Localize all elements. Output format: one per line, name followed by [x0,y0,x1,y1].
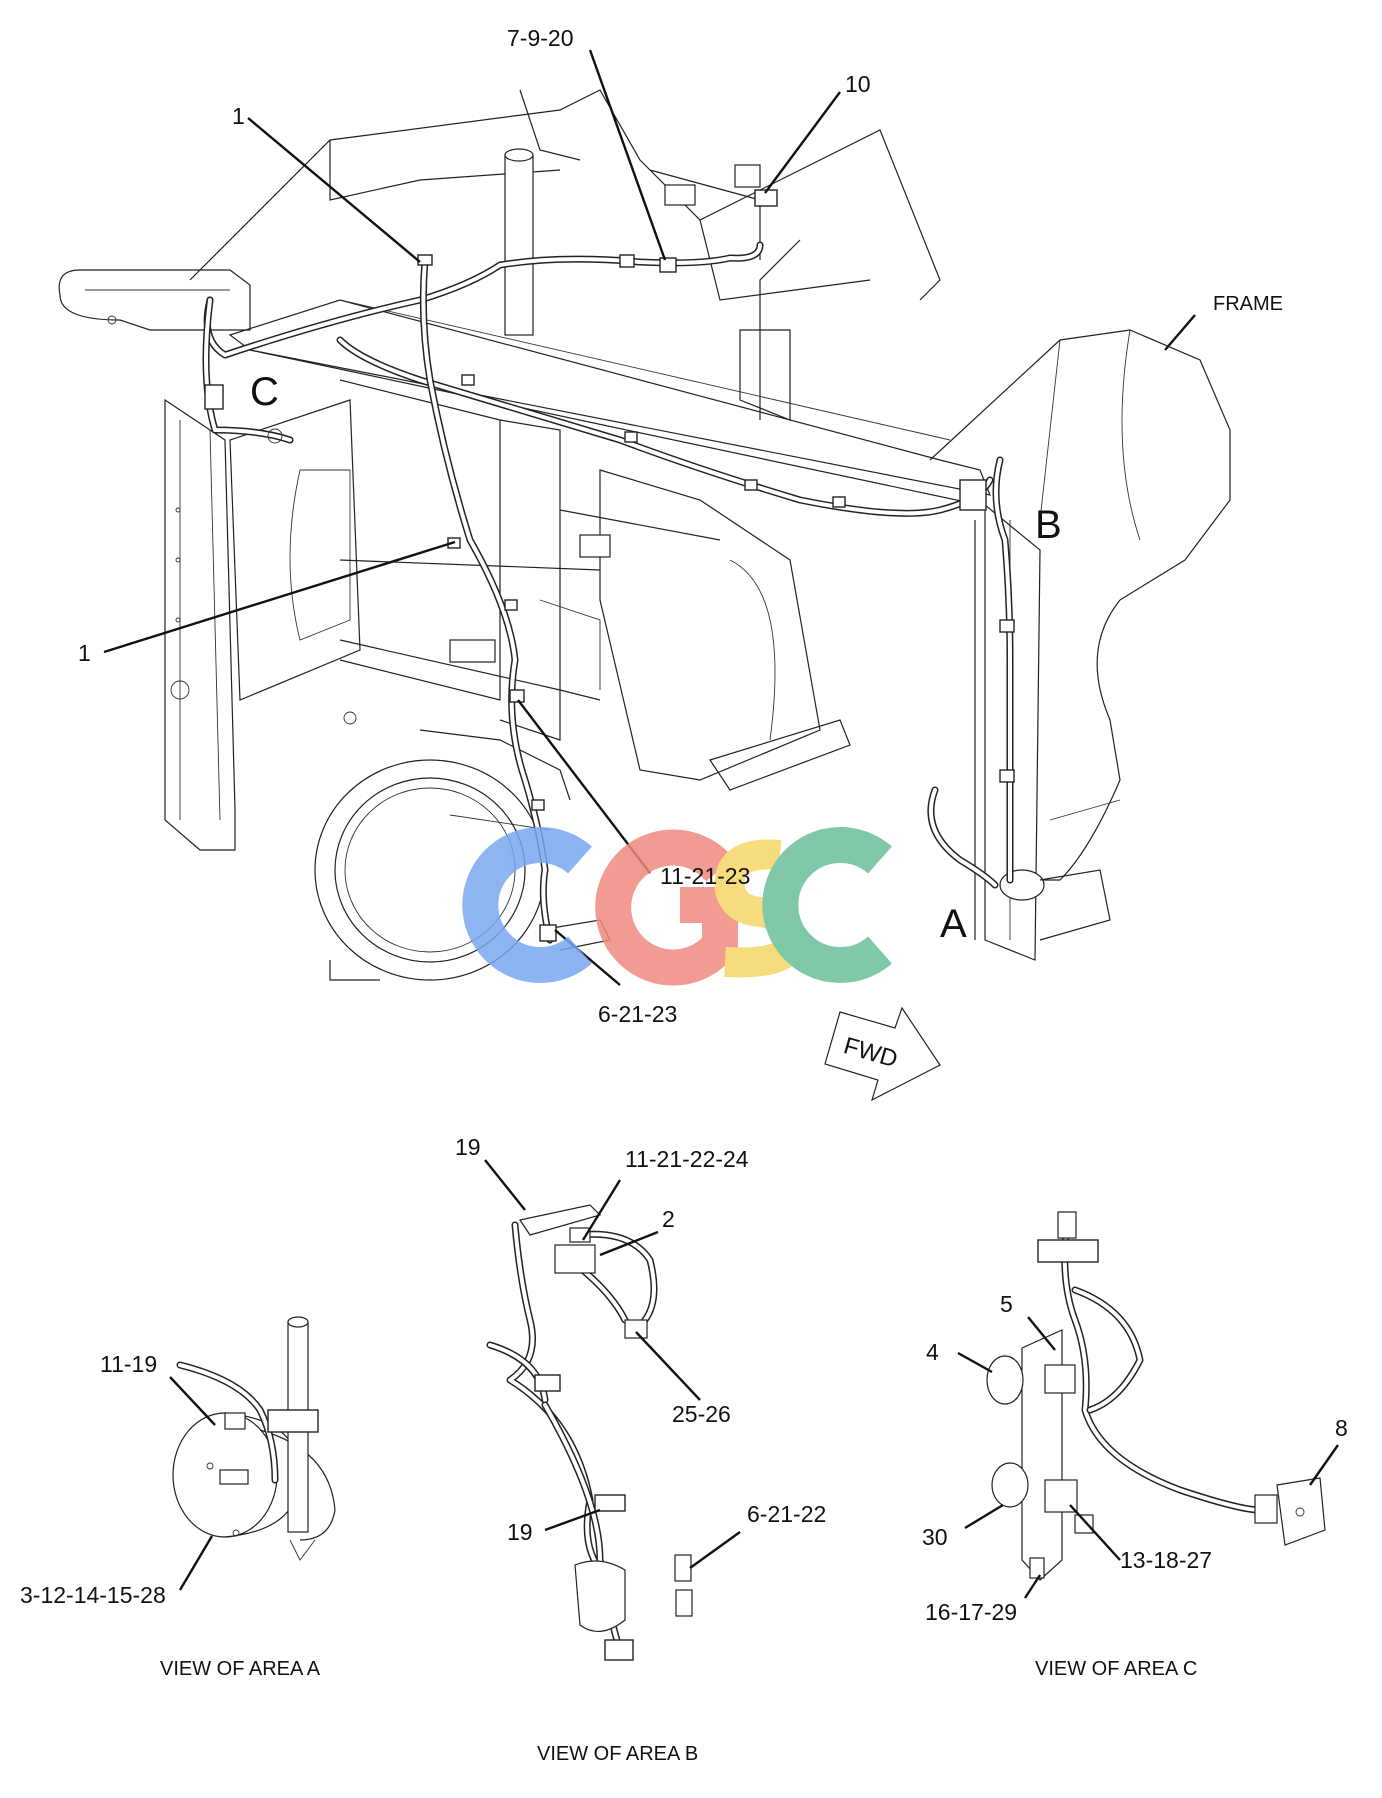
view-area-c [958,1212,1338,1598]
callout-b-11-21-22-24: 11-21-22-24 [625,1146,749,1172]
watermark-c2 [780,845,880,965]
callout-c-5: 5 [1000,1291,1013,1317]
callout-b-19-top: 19 [455,1134,481,1160]
callout-a-3-12-14-15-28: 3-12-14-15-28 [20,1582,166,1608]
callout-6-21-23: 6-21-23 [598,1001,677,1027]
callout-1-top: 1 [232,103,245,129]
area-b-marker: B [1035,503,1062,547]
callout-b-6-21-22: 6-21-22 [747,1501,826,1527]
callout-frame: FRAME [1213,293,1283,315]
callout-c-8: 8 [1335,1415,1348,1441]
caption-view-area-a: VIEW OF AREA A [160,1658,321,1680]
callout-11-21-23: 11-21-23 [660,863,750,889]
area-c-marker: C [250,370,279,414]
fwd-arrow: FWD [825,1008,940,1100]
callout-10: 10 [845,71,871,97]
view-area-a [170,1317,335,1590]
callout-b-19-mid: 19 [507,1519,533,1545]
wiring-harness [205,190,1014,941]
caption-view-area-c: VIEW OF AREA C [1035,1658,1197,1680]
caption-view-area-b: VIEW OF AREA B [537,1743,698,1765]
watermark-c1 [480,845,580,965]
callout-c-4: 4 [926,1339,939,1365]
callout-c-13-18-27: 13-18-27 [1120,1547,1212,1573]
callout-c-30: 30 [922,1524,948,1550]
callout-c-16-17-29: 16-17-29 [925,1599,1017,1625]
area-a-marker: A [940,902,967,946]
callout-a-11-19: 11-19 [100,1351,157,1377]
callout-b-2: 2 [662,1206,675,1232]
callout-7-9-20: 7-9-20 [507,25,573,51]
callout-b-25-26: 25-26 [672,1401,731,1427]
callout-1-mid: 1 [78,640,91,666]
